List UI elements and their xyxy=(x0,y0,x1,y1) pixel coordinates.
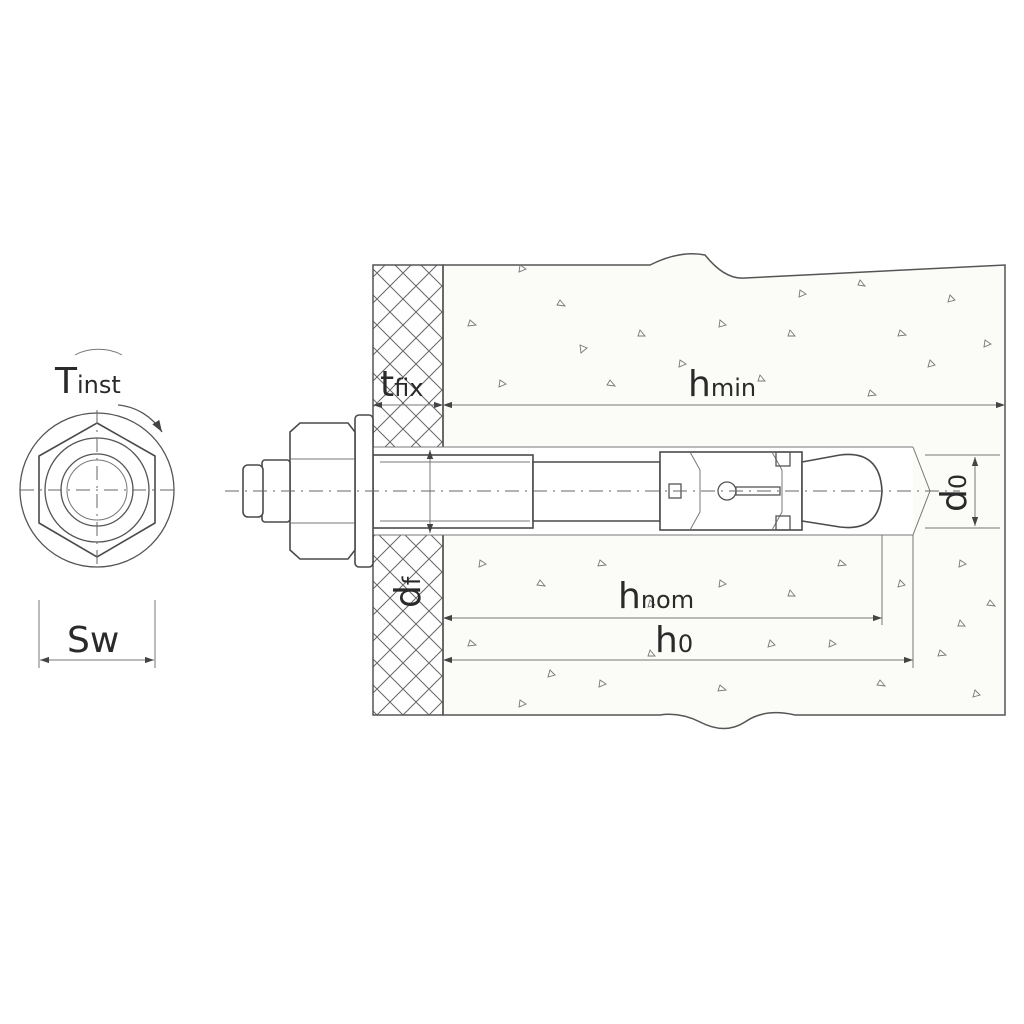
front-view: Tinst Sw xyxy=(19,348,175,668)
dimensions: hmin tfix d0 df hnom h0 xyxy=(373,364,1005,668)
torque-label: Tinst xyxy=(54,361,121,402)
concrete-aggregate xyxy=(467,264,997,708)
section-view xyxy=(225,253,1006,730)
drill-hole-walls xyxy=(373,446,913,536)
torque-arc-top xyxy=(74,348,123,356)
d0-label: d0 xyxy=(934,474,975,512)
h0-label: h0 xyxy=(655,620,693,661)
hmin-label: hmin xyxy=(688,364,756,405)
hnom-label: hnom xyxy=(618,576,694,617)
wrench-size-label: Sw xyxy=(67,620,119,661)
torque-arrow xyxy=(117,404,163,433)
tfix-label: tfix xyxy=(380,364,423,405)
df-label: df xyxy=(388,576,429,608)
